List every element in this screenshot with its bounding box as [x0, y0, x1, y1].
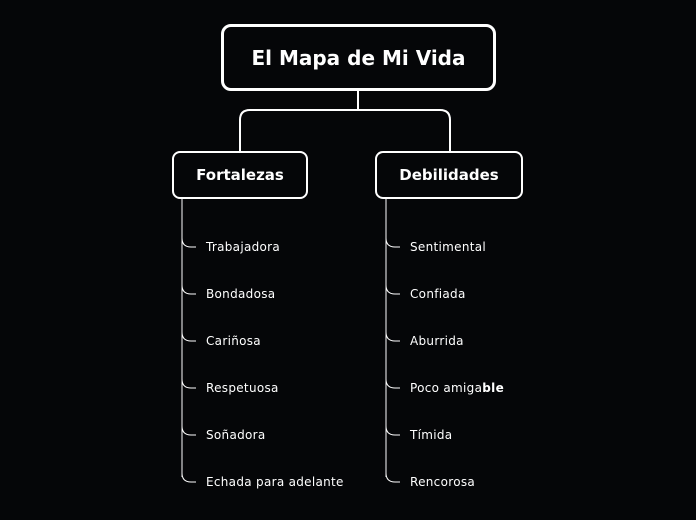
subtopic-poco-amigable[interactable]: Poco amigable	[410, 381, 504, 395]
subtopic-respetuosa[interactable]: Respetuosa	[206, 381, 279, 395]
subtopic-confiada[interactable]: Confiada	[410, 287, 466, 301]
root-topic[interactable]: El Mapa de Mi Vida	[221, 24, 496, 91]
left-leaf-connector	[181, 378, 196, 389]
left-leaf-connector	[181, 472, 196, 483]
right-leaf-connector	[385, 425, 400, 436]
branch-topic-label: Fortalezas	[196, 166, 284, 184]
left-leaf-connector	[181, 331, 196, 342]
right-leaf-connector	[385, 331, 400, 342]
subtopic-aburrida[interactable]: Aburrida	[410, 334, 464, 348]
subtopic-trabajadora[interactable]: Trabajadora	[206, 240, 281, 254]
right-leaf-connector	[385, 472, 400, 483]
branch-topic-debilidades[interactable]: Debilidades	[375, 151, 523, 199]
subtopic-sentimental[interactable]: Sentimental	[410, 240, 487, 254]
left-leaf-connector	[181, 284, 196, 295]
subtopic-rencorosa[interactable]: Rencorosa	[410, 475, 476, 489]
right-leaf-connector	[385, 378, 400, 389]
branch-topic-fortalezas[interactable]: Fortalezas	[172, 151, 308, 199]
subtopic-echada-para-adelante[interactable]: Echada para adelante	[206, 475, 344, 489]
root-topic-label: El Mapa de Mi Vida	[251, 45, 466, 70]
right-leaf-connector	[385, 284, 400, 295]
subtopic-sonadora[interactable]: Soñadora	[206, 428, 266, 442]
left-leaf-connector	[181, 425, 196, 436]
subtopic-bondadosa[interactable]: Bondadosa	[206, 287, 276, 301]
right-leaf-connector	[385, 237, 400, 248]
branch-split-line	[239, 109, 451, 151]
subtopic-text-bold: ble	[482, 381, 505, 395]
subtopic-text-regular: Poco amiga	[410, 381, 483, 395]
branch-topic-label: Debilidades	[399, 166, 499, 184]
subtopic-carinosa[interactable]: Cariñosa	[206, 334, 261, 348]
left-leaf-connector	[181, 237, 196, 248]
subtopic-timida[interactable]: Tímida	[410, 428, 453, 442]
